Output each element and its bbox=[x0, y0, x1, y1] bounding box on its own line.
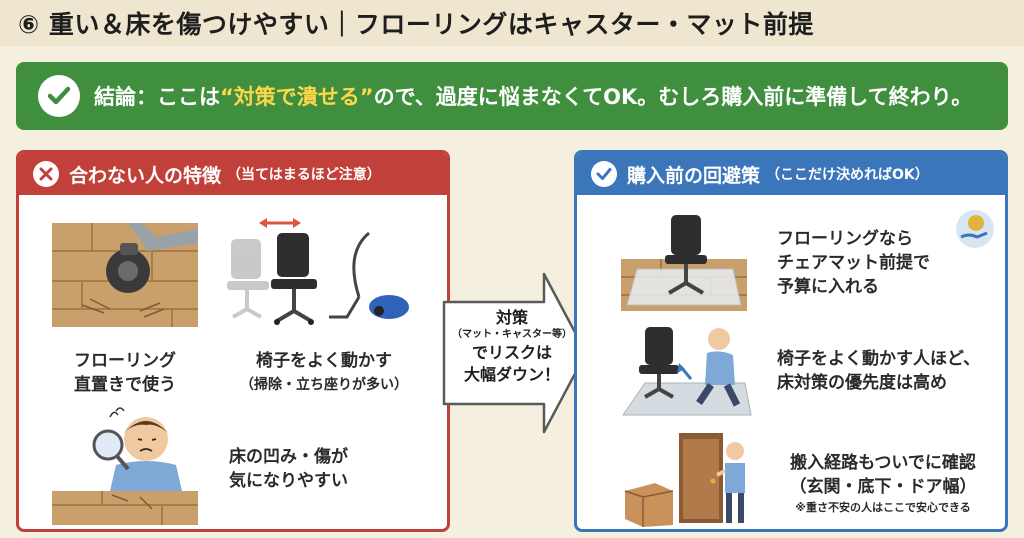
cross-icon bbox=[33, 161, 59, 187]
trait-3-line2: 気になりやすい bbox=[229, 471, 348, 491]
unsuitable-panel-header: 合わない人の特徴 （当てはまるほど注意） bbox=[19, 153, 447, 195]
right-arrow-icon bbox=[442, 272, 588, 434]
budget-icon bbox=[956, 210, 994, 248]
trait-label-2: 椅子をよく動かす （掃除・立ち座りが多い） bbox=[214, 349, 434, 397]
conclusion-prefix: 結論：ここは bbox=[94, 85, 220, 109]
conclusion-banner: 結論：ここは“対策で潰せる”ので、過度に悩まなくてOK。むしろ購入前に準備して終… bbox=[16, 62, 1008, 130]
solution-1-line1: フローリングなら bbox=[777, 229, 913, 249]
chair-moving-illustration bbox=[227, 218, 409, 325]
conclusion-text: 結論：ここは“対策で潰せる”ので、過度に悩まなくてOK。むしろ購入前に準備して終… bbox=[94, 81, 972, 111]
trait-1-line2: 直置きで使う bbox=[74, 375, 176, 395]
trait-label-1: フローリング 直置きで使う bbox=[49, 349, 201, 397]
solution-label-2: 椅子をよく動かす人ほど、 床対策の優先度は高め bbox=[777, 347, 1005, 395]
conclusion-highlight: “対策で潰せる” bbox=[220, 85, 374, 109]
solution-3-line1: 搬入経路もついでに確認 bbox=[790, 453, 976, 473]
unsuitable-panel-subtitle: （当てはまるほど注意） bbox=[227, 167, 381, 183]
arrow-line3: でリスクは bbox=[471, 343, 552, 362]
solution-label-1: フローリングなら チェアマット前提で 予算に入れる bbox=[777, 227, 957, 299]
caster-scratch-illustration bbox=[52, 223, 198, 327]
worried-person-illustration bbox=[52, 407, 198, 525]
arrow-line4: 大幅ダウン！ bbox=[463, 365, 560, 384]
unsuitable-panel-title: 合わない人の特徴 bbox=[69, 164, 222, 187]
check-icon bbox=[38, 75, 80, 117]
center-arrow: 対策 （マット・キャスター等） でリスクは 大幅ダウン！ bbox=[440, 268, 590, 438]
solution-label-3: 搬入経路もついでに確認 （玄関・底下・ドア幅） ※重さ不安の人はここで安心できる bbox=[765, 451, 1001, 517]
solution-3-note: ※重さ不安の人はここで安心できる bbox=[795, 501, 971, 514]
header-bar: ⑥ 重い＆床を傷つけやすい｜フローリングはキャスター・マット前提 bbox=[0, 0, 1024, 46]
trait-2-line2: （掃除・立ち座りが多い） bbox=[240, 377, 408, 393]
solution-1-line3: 予算に入れる bbox=[777, 277, 879, 297]
solutions-panel-header: 購入前の回避策 （ここだけ決めればOK） bbox=[577, 153, 1005, 195]
trait-1-line1: フローリング bbox=[74, 351, 176, 371]
page-title: ⑥ 重い＆床を傷つけやすい｜フローリングはキャスター・マット前提 bbox=[18, 10, 814, 39]
delivery-route-illustration bbox=[624, 433, 745, 527]
solutions-panel-title: 購入前の回避策 bbox=[627, 164, 761, 187]
check-icon bbox=[591, 161, 617, 187]
conclusion-suffix: ので、過度に悩まなくてOK。むしろ購入前に準備して終わり。 bbox=[373, 85, 973, 109]
solution-1-line2: チェアマット前提で bbox=[777, 253, 930, 273]
arrow-text: 対策 （マット・キャスター等） でリスクは 大幅ダウン！ bbox=[448, 308, 576, 386]
unsuitable-panel: 合わない人の特徴 （当てはまるほど注意） フローリング 直置きで使う bbox=[16, 150, 450, 532]
arrow-line1: 対策 bbox=[495, 308, 528, 327]
trait-3-line1: 床の凹み・傷が bbox=[229, 447, 348, 467]
solutions-panel-subtitle: （ここだけ決めればOK） bbox=[766, 167, 929, 183]
trait-label-3: 床の凹み・傷が 気になりやすい bbox=[229, 445, 429, 493]
arrow-line2: （マット・キャスター等） bbox=[452, 329, 572, 340]
trait-2-line1: 椅子をよく動かす bbox=[256, 351, 392, 371]
solutions-panel: 購入前の回避策 （ここだけ決めればOK） フローリングなら チェアマット前提で … bbox=[574, 150, 1008, 532]
solution-3-line2: （玄関・底下・ドア幅） bbox=[789, 477, 977, 497]
solution-2-line1: 椅子をよく動かす人ほど、 bbox=[777, 349, 981, 369]
laying-mat-illustration bbox=[622, 327, 752, 416]
chair-mat-illustration bbox=[621, 215, 747, 311]
solution-2-line2: 床対策の優先度は高め bbox=[777, 373, 947, 393]
